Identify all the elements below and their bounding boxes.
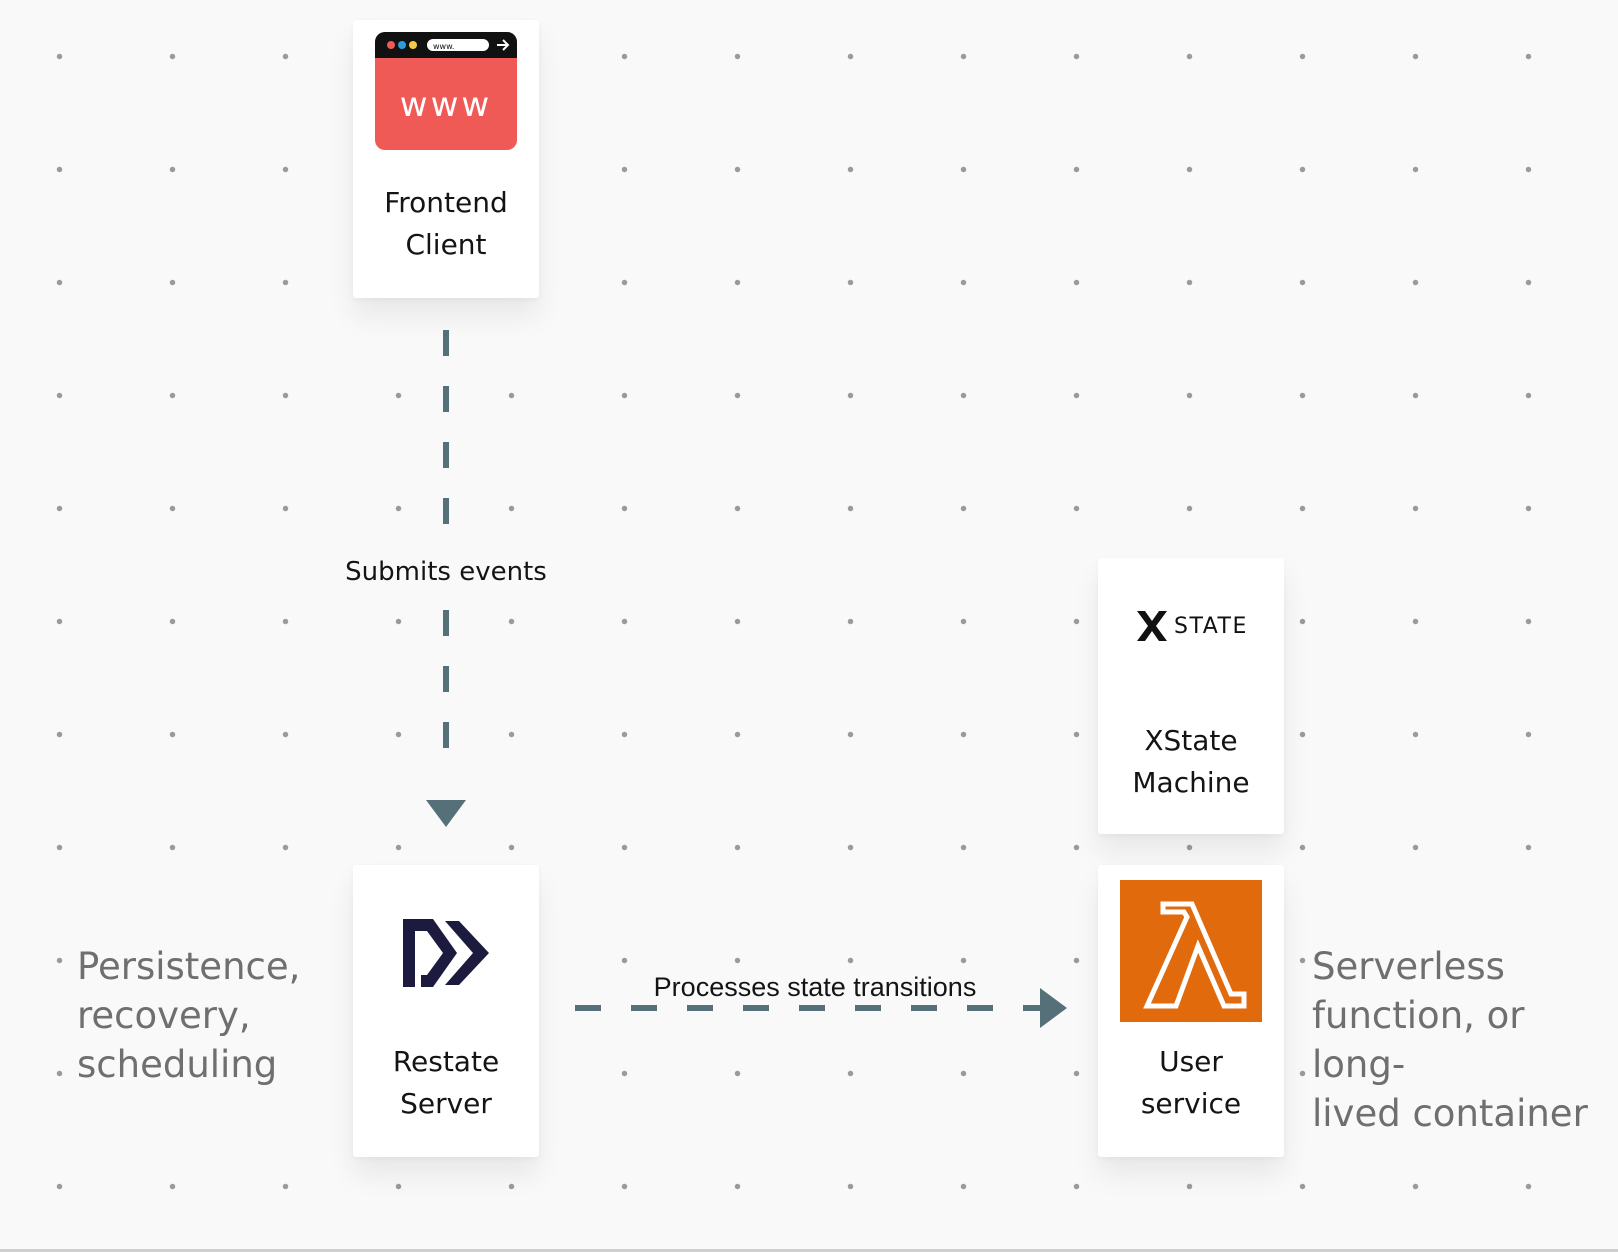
browser-www-icon: www. www	[375, 32, 517, 150]
frontend-client-label: Frontend Client	[384, 186, 508, 261]
edge-processes-arrowhead	[1040, 988, 1067, 1028]
xstate-machine-node[interactable]: STATE XState Machine	[1098, 558, 1284, 834]
xstate-wordmark: STATE	[1174, 614, 1248, 639]
browser-www-text: www	[400, 85, 492, 125]
restate-logo-icon	[403, 919, 489, 987]
xstate-x-icon	[1137, 611, 1167, 641]
browser-url-text: www.	[433, 42, 454, 51]
edge-label-processes-state-transitions: Processes state transitions	[640, 970, 990, 1004]
bottom-border	[0, 1249, 1618, 1252]
note-persistence: Persistence, recovery, scheduling	[77, 942, 301, 1089]
xstate-machine-label: XState Machine	[1132, 724, 1250, 799]
aws-lambda-icon	[1120, 880, 1262, 1022]
restate-server-node[interactable]: Restate Server	[353, 865, 539, 1157]
restate-server-label: Restate Server	[392, 1045, 500, 1120]
user-service-node[interactable]: User service	[1098, 865, 1284, 1157]
note-serverless: Serverless function, or long- lived cont…	[1312, 942, 1618, 1138]
frontend-client-node[interactable]: www. www Frontend Client	[353, 20, 539, 298]
xstate-logo-icon: STATE	[1136, 610, 1250, 644]
edge-submits-arrowhead	[426, 800, 466, 827]
edge-label-submits-events: Submits events	[336, 554, 556, 590]
user-service-label: User service	[1140, 1045, 1242, 1120]
